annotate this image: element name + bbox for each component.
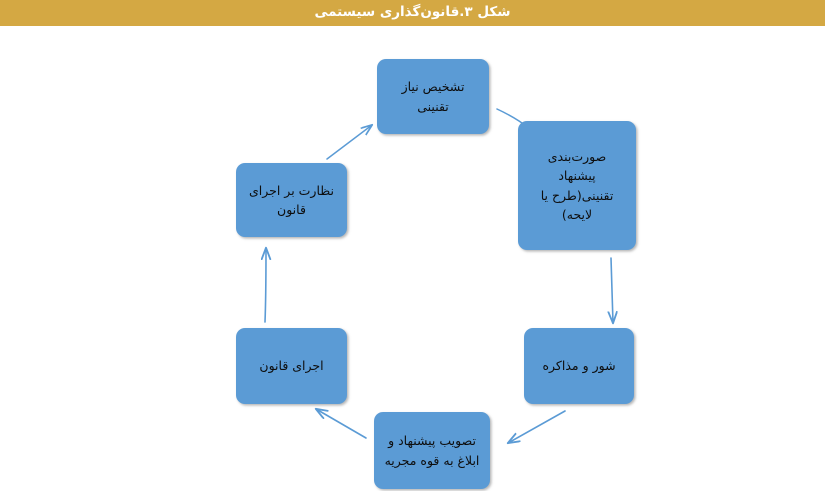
process-node-approve-label: تصویب پیشنهاد و ابلاغ به قوه مجریه <box>384 433 480 468</box>
process-node-formulate-label: صورت‌بندی پیشنهاد تقنینی(طرح یا لایحه) <box>540 148 614 222</box>
cycle-diagram: تشخیص نیاز تقنینی صورت‌بندی پیشنهاد تقنی… <box>0 26 825 491</box>
process-node-deliberate-label: شور و مذاکره <box>542 358 616 374</box>
process-node-oversight-label: نظارت بر اجرای قانون <box>248 182 335 217</box>
connector-oversight-to-need <box>326 125 372 160</box>
process-node-implement-label: اجرای قانون <box>259 358 324 374</box>
figure-caption-text: شکل ۳.قانون‌گذاری سیستمی <box>314 4 511 21</box>
process-node-implement[interactable]: اجرای قانون <box>236 328 347 404</box>
process-node-deliberate[interactable]: شور و مذاکره <box>524 328 634 404</box>
connector-implement-to-oversight <box>265 248 266 323</box>
connector-deliberate-to-approve <box>508 410 566 443</box>
process-node-formulate[interactable]: صورت‌بندی پیشنهاد تقنینی(طرح یا لایحه) <box>518 121 636 250</box>
process-node-need-label: تشخیص نیاز تقنینی <box>401 79 465 114</box>
process-node-oversight[interactable]: نظارت بر اجرای قانون <box>236 163 347 237</box>
process-node-approve[interactable]: تصویب پیشنهاد و ابلاغ به قوه مجریه <box>374 412 490 489</box>
connector-formulate-to-deliberate <box>611 257 613 323</box>
process-node-need[interactable]: تشخیص نیاز تقنینی <box>377 59 489 134</box>
connector-approve-to-implement <box>316 409 367 439</box>
figure-caption-bar: شکل ۳.قانون‌گذاری سیستمی <box>0 0 825 26</box>
